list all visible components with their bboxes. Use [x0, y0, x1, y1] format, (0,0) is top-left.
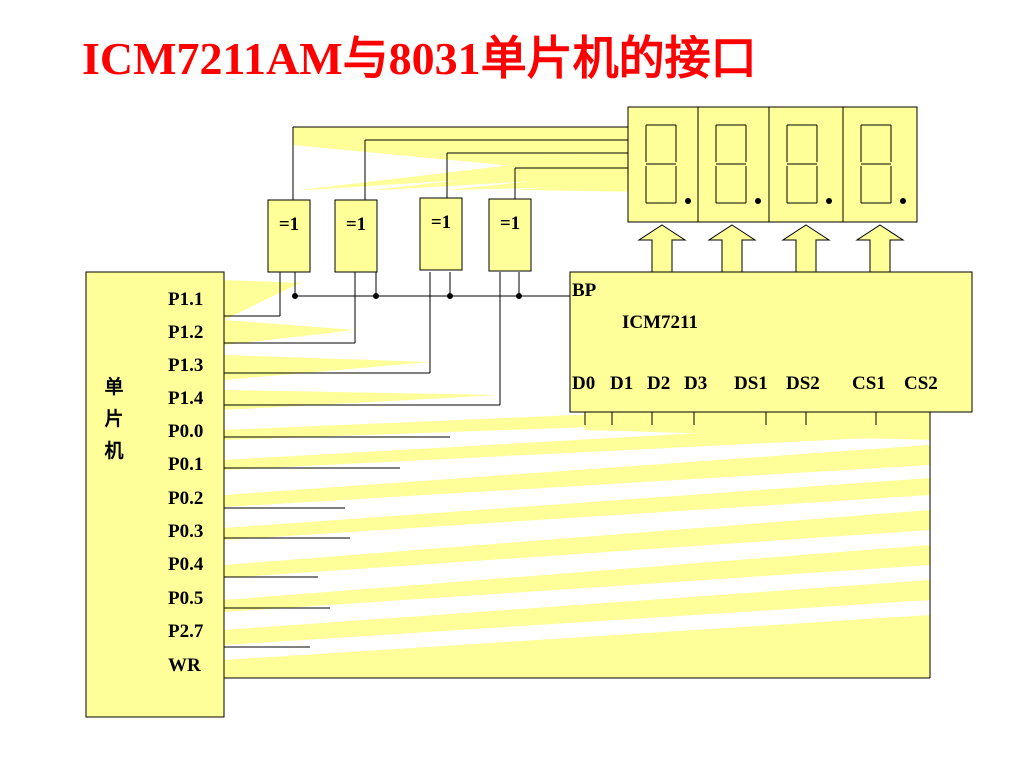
icm7211-pin-label: DS1 — [734, 373, 768, 394]
bus-wedge — [224, 390, 500, 410]
mcu-block — [85, 271, 225, 718]
bus-wedge — [224, 510, 930, 578]
mcu-pin-label: P1.1 — [168, 289, 203, 310]
seven-segment-digit-icon — [768, 106, 844, 223]
xor-gate: =1 — [334, 199, 378, 273]
bus-wedge — [224, 580, 930, 645]
xor-gates: =1 =1 =1 =1 — [267, 197, 532, 273]
xor-gate-label: =1 — [279, 214, 299, 235]
seven-segment-digit-icon — [627, 106, 699, 223]
arrow-up-icon — [637, 224, 687, 273]
arrow-up-icon — [707, 224, 757, 273]
icm7211-pin-label: D3 — [684, 373, 707, 394]
mcu-pin-label: P0.1 — [168, 454, 203, 475]
mcu-pin-labels: P1.1P1.2P1.3P1.4P0.0P0.1P0.2P0.3P0.4P0.5… — [168, 289, 204, 676]
seven-segment-digit-icon — [697, 106, 770, 223]
bus-wedge — [224, 445, 930, 507]
bus-wedge — [224, 320, 355, 345]
bus-wedge — [224, 355, 430, 380]
bus-wedge — [515, 180, 640, 192]
arrow-up-icon — [781, 224, 831, 273]
mcu-pin-label: P2.7 — [168, 621, 204, 642]
icm7211-name: ICM7211 — [622, 312, 698, 333]
icm7211-pin-label: D0 — [572, 373, 595, 394]
icm7211-pin-label: CS2 — [904, 373, 938, 394]
bus-wedge — [224, 545, 930, 612]
bus-wedge — [224, 280, 300, 320]
icm7211-pin-label: CS1 — [852, 373, 886, 394]
bp-pin-label: BP — [572, 280, 597, 301]
mcu-pin-label: WR — [168, 655, 201, 676]
wires — [224, 126, 931, 679]
mcu-label-char-3: 机 — [104, 440, 123, 462]
mcu-pin-label: P0.2 — [168, 488, 203, 509]
mcu-pin-label: P1.2 — [168, 322, 203, 343]
mcu-pin-label: P0.4 — [168, 554, 204, 575]
xor-gate-label: =1 — [346, 214, 366, 235]
xor-gate: =1 — [488, 198, 532, 272]
segment-arrows — [637, 224, 905, 273]
bus-wedge — [585, 412, 930, 440]
mcu-label-char-1: 单 — [104, 375, 123, 398]
arrow-up-icon — [855, 224, 905, 273]
bus-wedge — [300, 150, 640, 190]
seven-segment-display — [627, 106, 918, 223]
icm7211-pin-label: D2 — [647, 373, 670, 394]
icm7211-pin-labels: D0 D1 D2 D3 DS1 DS2 CS1 CS2 — [572, 373, 938, 394]
mcu-pin-label: P0.5 — [168, 588, 203, 609]
icm7211-pin-label: D1 — [610, 373, 633, 394]
icm7211-block — [569, 271, 973, 413]
seven-segment-digit-icon — [842, 106, 918, 223]
bus-wedge — [224, 478, 930, 540]
mcu-pin-label: P0.0 — [168, 421, 203, 442]
bus-wedge — [224, 615, 930, 678]
xor-gate-label: =1 — [431, 212, 451, 233]
page-title: ICM7211AM与8031单片机的接口 — [82, 33, 757, 84]
xor-gate-label: =1 — [500, 213, 520, 234]
mcu-pin-label: P0.3 — [168, 521, 203, 542]
mcu-pin-label: P1.4 — [168, 388, 204, 409]
xor-gate: =1 — [267, 199, 311, 273]
mcu-pin-label: P1.3 — [168, 355, 203, 376]
icm7211-pin-label: DS2 — [786, 373, 820, 394]
xor-gate: =1 — [419, 197, 463, 271]
mcu-label-char-2: 片 — [104, 407, 123, 430]
